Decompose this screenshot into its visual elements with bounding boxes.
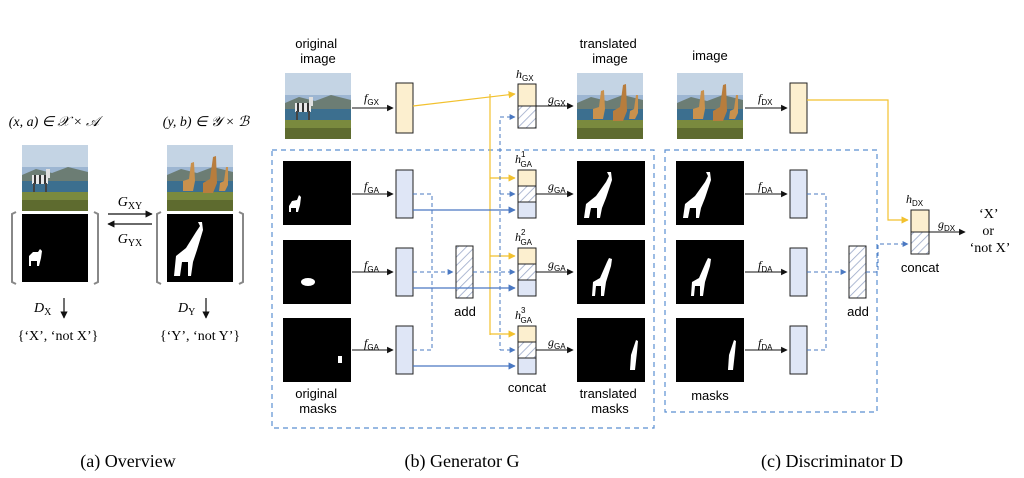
f-da-label-2: fDA [758,258,773,274]
disc-masks-label: masks [691,388,729,403]
g-ga-label-1: gGA [548,179,566,195]
h-gx-block [517,83,537,129]
mask-1 [283,161,351,225]
disc-mask-feature-2 [789,247,808,297]
generator-masks-dashed-box [271,149,655,429]
overview-caption: (a) Overview [80,451,175,472]
d-y-output: {‘Y’, ‘not Y’} [160,329,240,344]
translated-image [577,73,643,139]
original-masks-label: original masks [295,386,341,416]
disc-image-label: image [692,48,727,63]
h-gx-label: hGX [516,67,534,83]
disc-image [677,73,743,139]
g-xy-label: GXY [118,195,143,212]
mask-2 [283,240,351,304]
g-ga-label-3: gGA [548,335,566,351]
mask-feature-1 [395,169,414,219]
f-ga-label-3: fGA [364,336,380,352]
h-dx-block [910,209,930,255]
disc-add-block [848,245,867,299]
generator-panel: original image original masks fGX fGA [271,36,655,472]
disc-mask-1 [676,161,744,225]
g-gx-label: gGX [548,92,566,108]
translated-mask-3 [577,318,645,382]
overview-panel: (x, a) ∈ 𝒳 × 𝒜 (y, b) ∈ 𝒴 × ℬ GXY GYX DX… [9,115,250,472]
disc-mask-2 [676,240,744,304]
add-block [455,245,474,299]
disc-add-label: add [847,304,869,319]
mask-3 [283,318,351,382]
disc-mask-feature-1 [789,169,808,219]
disc-output: ‘X’ or ‘not X’ [970,207,1011,256]
discriminator-panel: image masks fDX fDA fDA fDA [664,48,1011,472]
image-feature-f-gx [395,82,414,134]
domain-x-image [22,145,88,211]
d-y-label: DY [177,301,195,318]
disc-concat-label: concat [901,260,940,275]
f-da-label-1: fDA [758,179,773,195]
concat-label: concat [508,380,547,395]
translated-mask-2 [577,240,645,304]
disc-masks-dashed-box [664,149,878,413]
f-da-label-3: fDA [758,336,773,352]
translated-image-label: translated image [580,36,641,66]
generator-caption: (b) Generator G [405,451,520,472]
d-x-label: DX [33,301,52,318]
g-yx-label: GYX [118,232,143,249]
f-dx-label: fDX [758,91,773,107]
domain-y-mask [156,211,244,285]
original-image [285,73,351,139]
domain-x-mask [11,211,99,285]
discriminator-caption: (c) Discriminator D [761,451,903,472]
h-dx-label: hDX [906,192,924,208]
disc-image-feature [789,82,808,134]
d-x-output: {‘X’, ‘not X’} [18,329,99,344]
domain-y-label: (y, b) ∈ 𝒴 × ℬ [163,115,250,130]
mask-feature-2 [395,247,414,297]
translated-masks-label: translated masks [580,386,641,416]
disc-mask-feature-3 [789,325,808,375]
disc-mask-3 [676,318,744,382]
original-image-label: original image [295,36,341,66]
g-ga-label-2: gGA [548,257,566,273]
g-dx-label: gDX [938,217,956,233]
mask-feature-3 [395,325,414,375]
f-ga-label-1: fGA [364,179,380,195]
f-ga-label-2: fGA [364,258,380,274]
translated-mask-1 [577,161,645,225]
domain-x-label: (x, a) ∈ 𝒳 × 𝒜 [9,115,103,130]
domain-y-image [167,145,233,211]
f-gx-label: fGX [364,91,380,107]
add-label: add [454,304,476,319]
